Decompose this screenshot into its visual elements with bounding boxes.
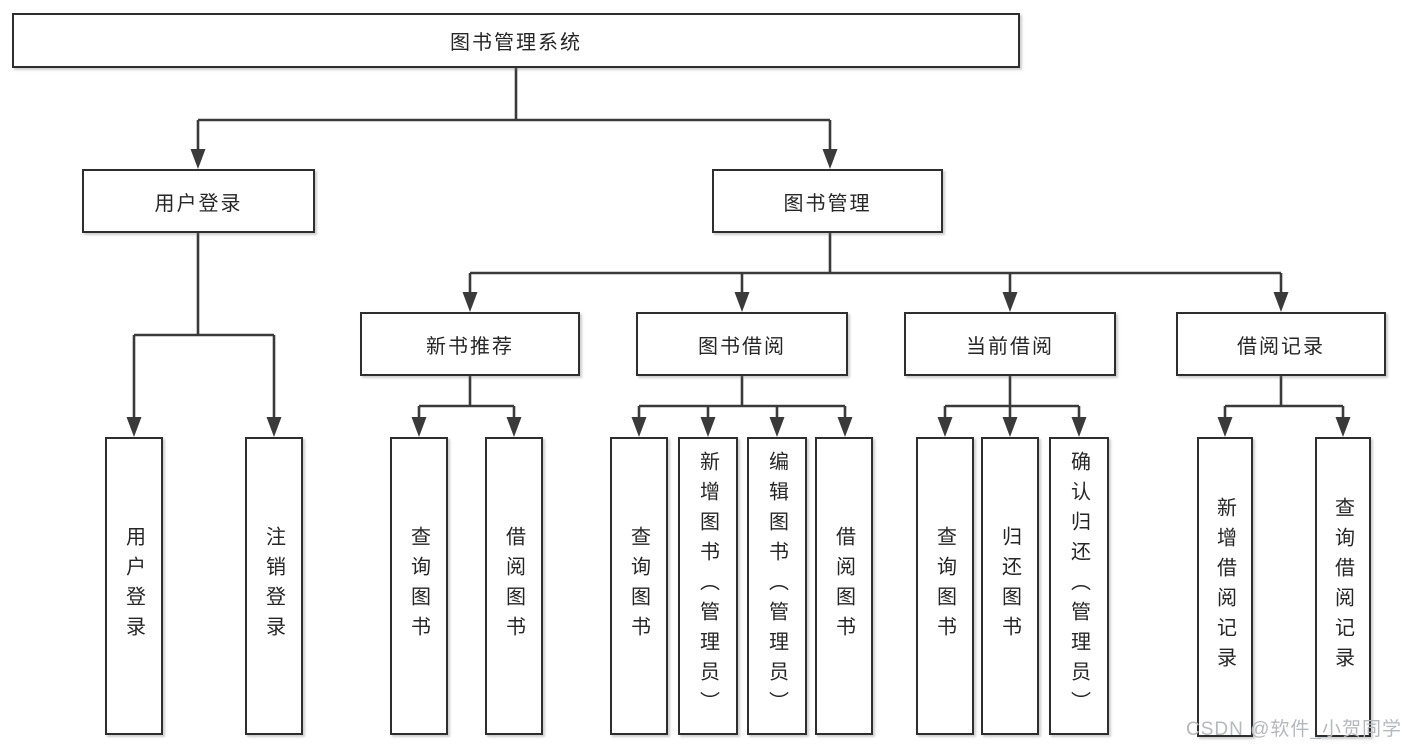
arrowhead-icon xyxy=(700,417,716,437)
arrowhead-icon xyxy=(822,149,838,169)
leaf-add-record-label: 新增借阅记录 xyxy=(1213,497,1236,677)
leaf-return-book-node: 归还图书 xyxy=(981,437,1039,735)
leaf-user-login-node: 用户登录 xyxy=(105,437,163,735)
arrowhead-icon xyxy=(411,417,427,437)
leaf-logout-label: 注销登录 xyxy=(262,526,285,646)
leaf-borrow-book-2-label: 借阅图书 xyxy=(832,526,855,646)
book-borrow-label: 图书借阅 xyxy=(698,335,786,358)
arrowhead-icon xyxy=(1335,417,1351,437)
leaf-borrow-book-2-node: 借阅图书 xyxy=(815,437,873,735)
leaf-return-book-label: 归还图书 xyxy=(998,526,1021,646)
book-mgmt-node: 图书管理 xyxy=(712,169,943,233)
arrowhead-icon xyxy=(506,417,522,437)
leaf-logout-node: 注销登录 xyxy=(245,437,303,735)
leaf-query-book-1-node: 查询图书 xyxy=(390,437,448,735)
book-mgmt-label: 图书管理 xyxy=(783,192,872,215)
leaf-edit-book-node: 编辑图书（管理员） xyxy=(747,437,807,735)
current-borrow-label: 当前借阅 xyxy=(966,335,1054,358)
leaf-query-record-label: 查询借阅记录 xyxy=(1331,497,1354,677)
leaf-query-book-3-label: 查询图书 xyxy=(933,526,956,646)
arrowhead-icon xyxy=(1217,417,1233,437)
leaf-query-record-node: 查询借阅记录 xyxy=(1315,437,1371,737)
arrowhead-icon xyxy=(734,292,750,312)
root-node: 图书管理系统 xyxy=(12,13,1020,68)
new-book-rec-label: 新书推荐 xyxy=(426,335,514,358)
user-login-label: 用户登录 xyxy=(154,192,243,215)
leaf-confirm-return-label: 确认归还（管理员） xyxy=(1067,451,1090,721)
leaf-add-book-label: 新增图书（管理员） xyxy=(696,451,719,721)
arrowhead-icon xyxy=(1002,292,1018,312)
arrowhead-icon xyxy=(1071,417,1087,437)
leaf-borrow-book-1-label: 借阅图书 xyxy=(502,526,525,646)
leaf-query-book-2-label: 查询图书 xyxy=(627,526,650,646)
leaf-query-book-3-node: 查询图书 xyxy=(916,437,974,735)
arrowhead-icon xyxy=(769,417,785,437)
user-login-node: 用户登录 xyxy=(82,169,315,233)
arrowhead-icon xyxy=(937,417,953,437)
arrowhead-icon xyxy=(1273,292,1289,312)
arrowhead-icon xyxy=(462,292,478,312)
arrowhead-icon xyxy=(126,417,142,437)
new-book-rec-node: 新书推荐 xyxy=(360,312,580,376)
arrowhead-icon xyxy=(190,149,206,169)
leaf-confirm-return-node: 确认归还（管理员） xyxy=(1049,437,1109,735)
leaf-borrow-book-1-node: 借阅图书 xyxy=(485,437,543,735)
leaf-add-book-node: 新增图书（管理员） xyxy=(678,437,738,735)
arrowhead-icon xyxy=(266,417,282,437)
leaf-query-book-2-node: 查询图书 xyxy=(610,437,668,735)
current-borrow-node: 当前借阅 xyxy=(904,312,1116,376)
arrowhead-icon xyxy=(1002,417,1018,437)
leaf-edit-book-label: 编辑图书（管理员） xyxy=(765,451,788,721)
borrow-records-label: 借阅记录 xyxy=(1237,335,1325,358)
book-borrow-node: 图书借阅 xyxy=(636,312,848,376)
leaf-add-record-node: 新增借阅记录 xyxy=(1197,437,1253,737)
leaf-query-book-1-label: 查询图书 xyxy=(407,526,430,646)
arrowhead-icon xyxy=(631,417,647,437)
leaf-user-login-label: 用户登录 xyxy=(122,526,145,646)
arrowhead-icon xyxy=(837,417,853,437)
borrow-records-node: 借阅记录 xyxy=(1176,312,1386,376)
root-label: 图书管理系统 xyxy=(450,32,582,54)
